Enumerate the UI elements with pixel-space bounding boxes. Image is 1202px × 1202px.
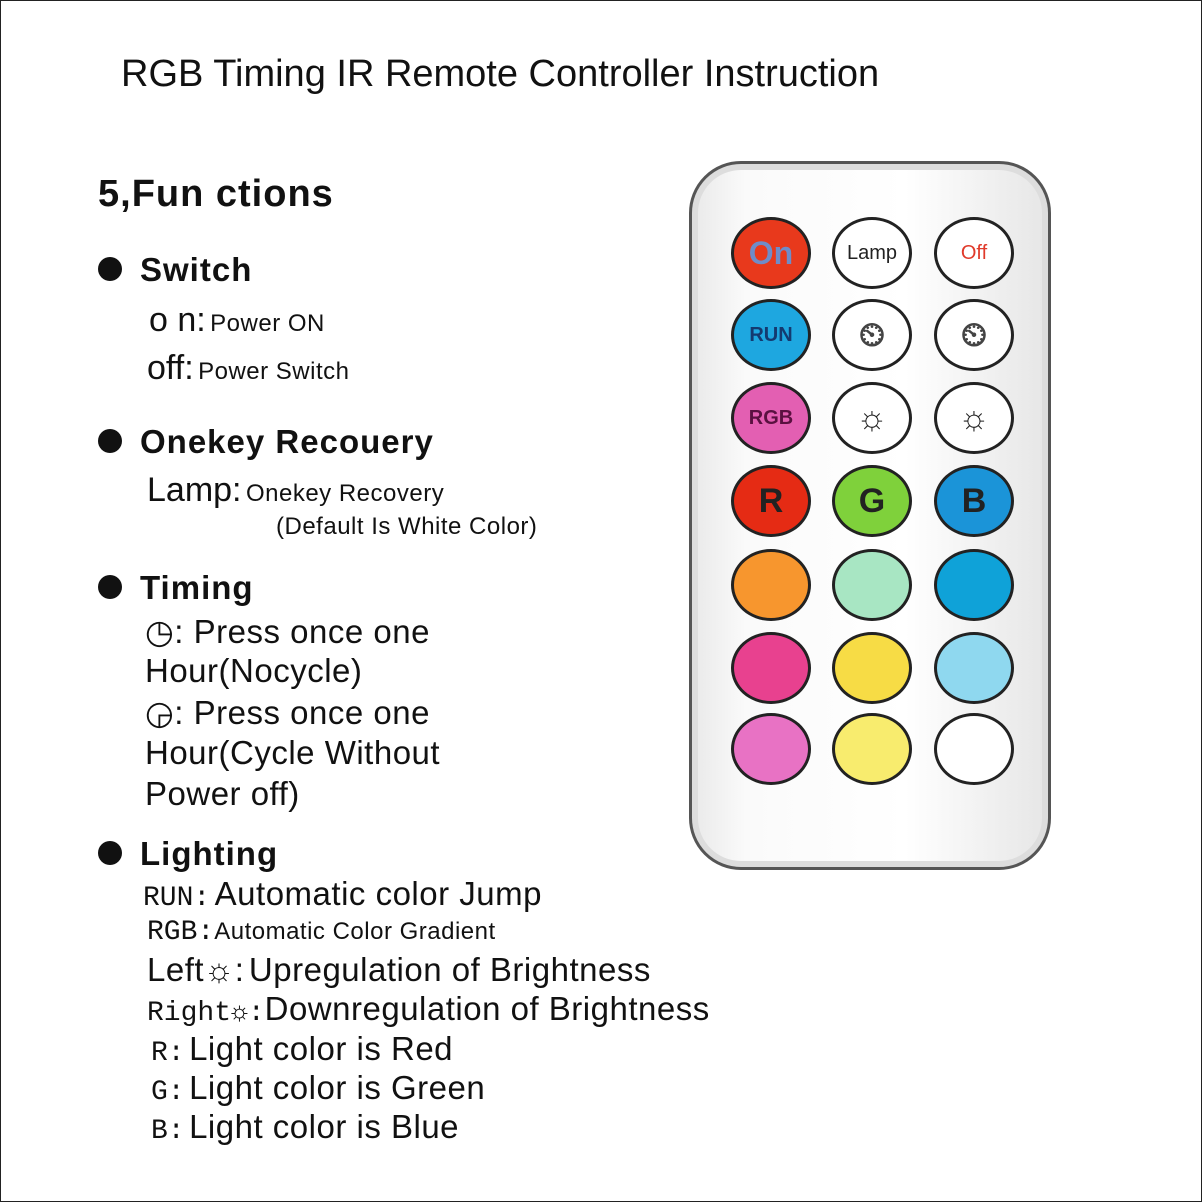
label: off:: [147, 349, 194, 387]
text: Power ON: [210, 310, 325, 337]
bullet-icon: [98, 257, 122, 282]
text: Automatic color Jump: [214, 875, 542, 912]
lighting-item: G: Light color is Green: [151, 1069, 485, 1108]
remote-button: ☼: [832, 382, 912, 454]
recovery-heading: Onekey Recouery: [98, 423, 434, 461]
remote-button: Off: [934, 217, 1014, 289]
remote-button: ⏲: [934, 299, 1014, 371]
remote-button: [731, 713, 811, 785]
label: Lamp:: [147, 471, 242, 509]
text: Automatic Color Gradient: [214, 918, 496, 945]
clock-icon: ◷: [145, 613, 175, 650]
section-heading: 5,Fun ctions: [98, 173, 334, 215]
remote-button: [832, 632, 912, 704]
text: : Press once one: [174, 694, 430, 731]
bullet-icon: [98, 429, 122, 454]
remote-button: R: [731, 465, 811, 537]
lamp-note: (Default Is White Color): [276, 513, 538, 540]
label: R:: [151, 1038, 185, 1069]
label: G:: [151, 1077, 185, 1108]
remote-button: [731, 549, 811, 621]
bullet-icon: [98, 841, 122, 866]
timing-line-2: Hour(Nocycle): [145, 652, 363, 689]
lighting-item: RUN: Automatic color Jump: [143, 875, 542, 914]
timing-line-1: ◷: Press once one: [145, 612, 430, 651]
remote-button: On: [731, 217, 811, 289]
text: Light color is Blue: [189, 1108, 460, 1145]
remote-button: B: [934, 465, 1014, 537]
lamp-line: Lamp: Onekey Recovery: [147, 471, 444, 510]
remote-button: G: [832, 465, 912, 537]
heading-text: Lighting: [140, 835, 279, 872]
remote-button: [832, 713, 912, 785]
remote-button: [832, 549, 912, 621]
bullet-icon: [98, 575, 122, 600]
lighting-item: B: Light color is Blue: [151, 1108, 459, 1147]
heading-text: Timing: [140, 569, 254, 606]
label: Left☼:: [147, 951, 245, 988]
heading-text: Onekey Recouery: [140, 423, 434, 460]
text: : Press once one: [174, 613, 430, 650]
timing-heading: Timing: [98, 569, 254, 607]
off-line: off: Power Switch: [147, 349, 349, 388]
lighting-item: Left☼: Upregulation of Brightness: [147, 951, 651, 989]
lighting-item: R: Light color is Red: [151, 1030, 453, 1069]
label: RUN:: [143, 883, 211, 914]
text: Light color is Red: [189, 1030, 454, 1067]
remote-button: RGB: [731, 382, 811, 454]
text: Power Switch: [198, 358, 350, 385]
lighting-heading: Lighting: [98, 835, 278, 873]
remote-button: RUN: [731, 299, 811, 371]
timing-line-4: Hour(Cycle Without: [145, 734, 441, 771]
remote-button: Lamp: [832, 217, 912, 289]
text: Light color is Green: [189, 1069, 486, 1106]
clock-icon: ◶: [145, 694, 175, 731]
label: o n:: [149, 301, 206, 339]
lighting-item: Right☼:Downregulation of Brightness: [147, 990, 710, 1029]
remote-button: ☼: [934, 382, 1014, 454]
label: B:: [151, 1116, 185, 1147]
remote-button: ⏲: [832, 299, 912, 371]
timing-line-5: Power off): [145, 775, 300, 812]
remote-button: [934, 549, 1014, 621]
label: Right☼:: [147, 998, 265, 1029]
page-title: RGB Timing IR Remote Controller Instruct…: [121, 53, 880, 95]
remote-button: [731, 632, 811, 704]
timing-line-3: ◶: Press once one: [145, 693, 430, 732]
label: RGB:: [147, 917, 215, 948]
heading-text: Switch: [140, 251, 253, 288]
text: Onekey Recovery: [245, 480, 445, 507]
remote-button: [934, 713, 1014, 785]
lighting-item: RGB:Automatic Color Gradient: [147, 917, 496, 948]
text: Upregulation of Brightness: [248, 951, 651, 988]
on-line: o n: Power ON: [149, 301, 325, 340]
text: Downregulation of Brightness: [264, 990, 710, 1027]
switch-heading: Switch: [98, 251, 252, 289]
remote-button: [934, 632, 1014, 704]
